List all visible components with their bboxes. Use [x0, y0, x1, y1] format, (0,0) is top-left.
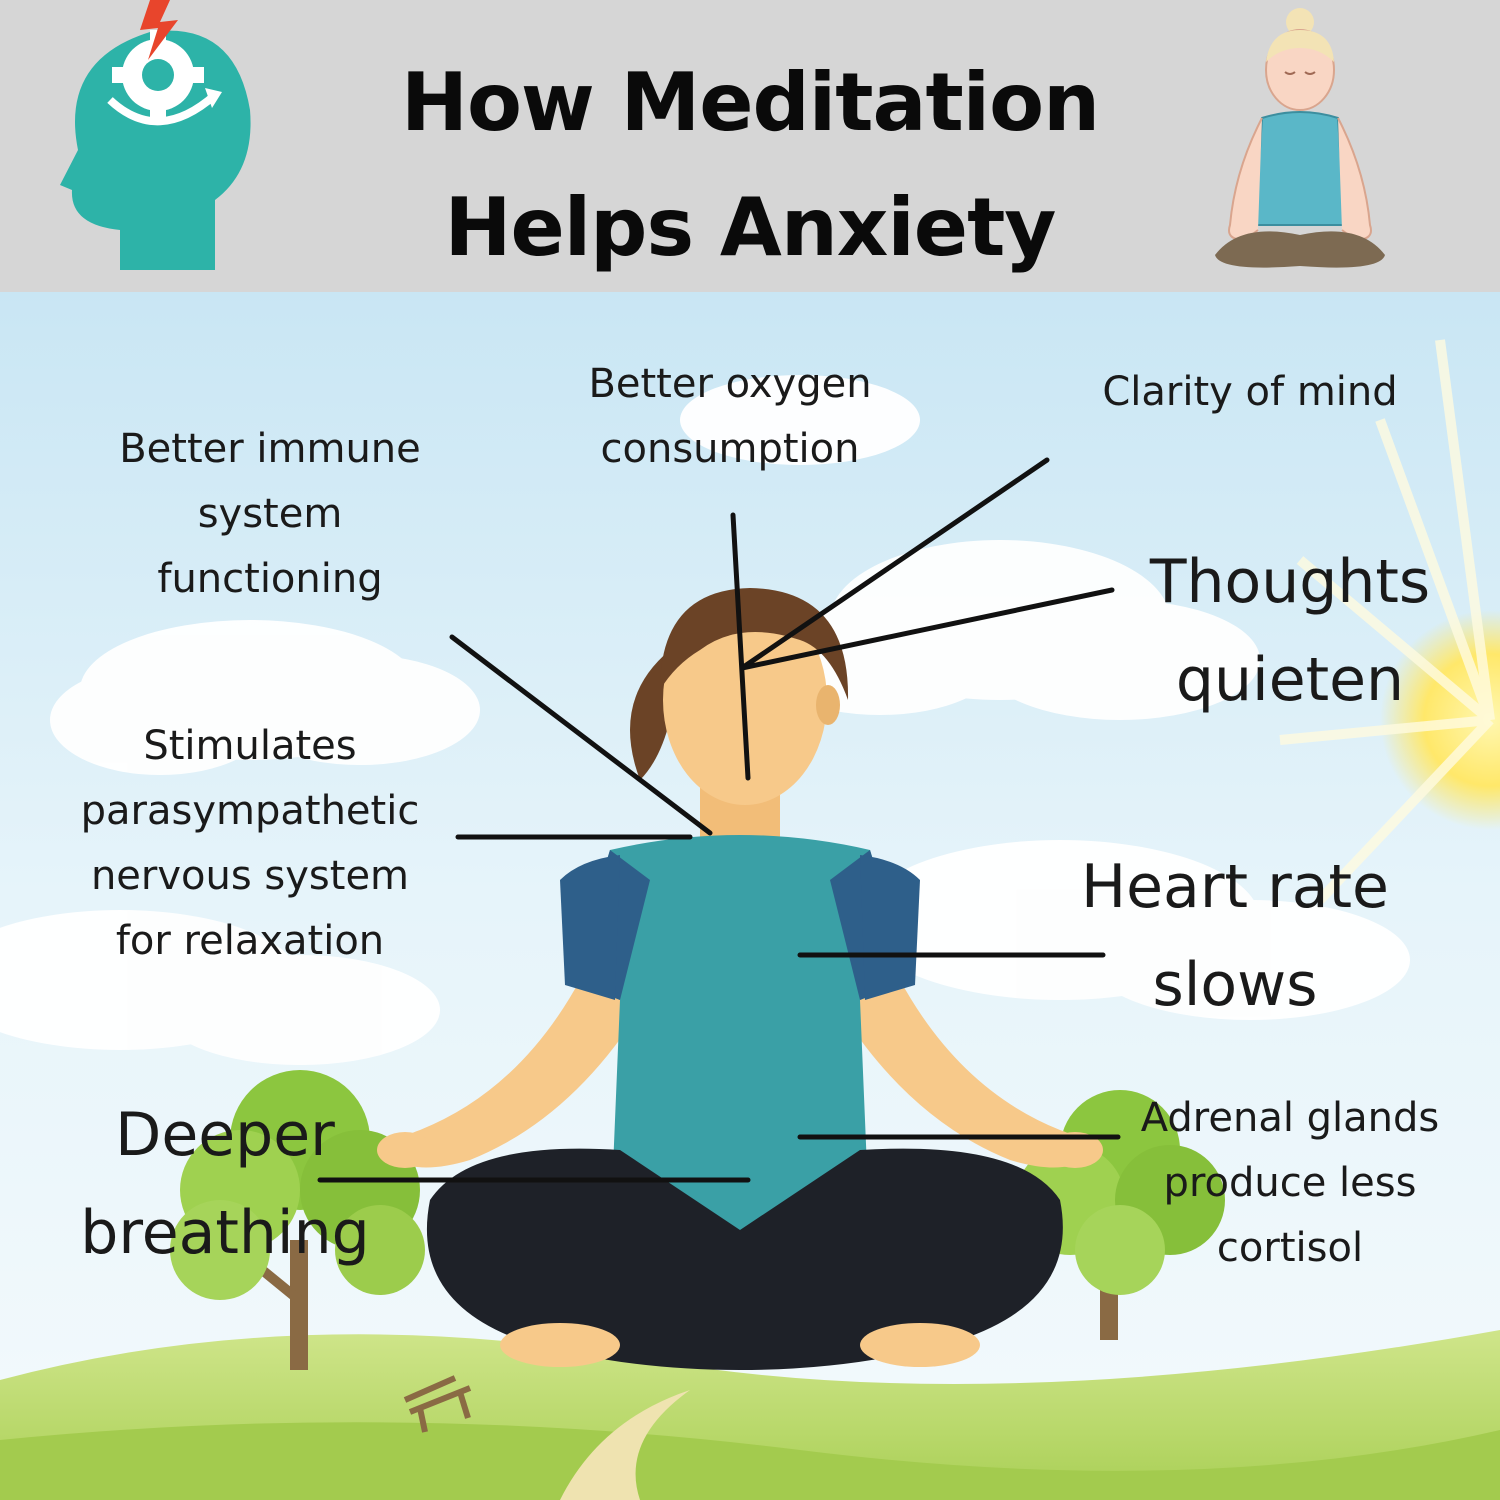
right-arm	[840, 980, 1086, 1168]
label-heart-rate: Heart rate slows	[1081, 852, 1389, 1020]
right-foot	[860, 1323, 980, 1367]
tree-right	[1015, 1090, 1225, 1340]
label-breathing: Deeper breathing	[80, 1100, 370, 1268]
ponytail	[630, 650, 670, 780]
head-gear-icon	[60, 0, 251, 270]
page-title: How Meditation Helps Anxiety	[290, 40, 1210, 290]
bench	[403, 1375, 472, 1433]
hill-front	[0, 1422, 1500, 1500]
header-icons	[60, 0, 1385, 270]
sun-rays	[1279, 339, 1495, 904]
line-thoughts	[739, 587, 1115, 671]
lightning-icon	[140, 0, 178, 60]
left-arm	[394, 980, 640, 1168]
meditating-woman-icon	[1215, 8, 1385, 268]
label-thoughts: Thoughts quieten	[1149, 547, 1431, 715]
path	[560, 1390, 690, 1500]
left-foot	[500, 1323, 620, 1367]
label-clarity: Clarity of mind	[1102, 369, 1398, 415]
tree-left	[170, 1070, 425, 1370]
label-parasympathetic: Stimulates parasympathetic nervous syste…	[80, 723, 420, 964]
clouds	[0, 375, 1410, 1065]
line-oxygen	[730, 512, 751, 781]
label-immune: Better immune system functioning	[119, 426, 421, 602]
title-line-2: Helps Anxiety	[444, 181, 1057, 274]
title-line-1: How Meditation	[400, 56, 1100, 149]
hair	[660, 588, 849, 700]
label-oxygen: Better oxygen consumption	[588, 361, 872, 472]
label-adrenal: Adrenal glands produce less cortisol	[1140, 1095, 1440, 1271]
line-immune	[449, 634, 713, 836]
line-clarity	[739, 457, 1050, 671]
legs	[426, 1148, 1063, 1370]
